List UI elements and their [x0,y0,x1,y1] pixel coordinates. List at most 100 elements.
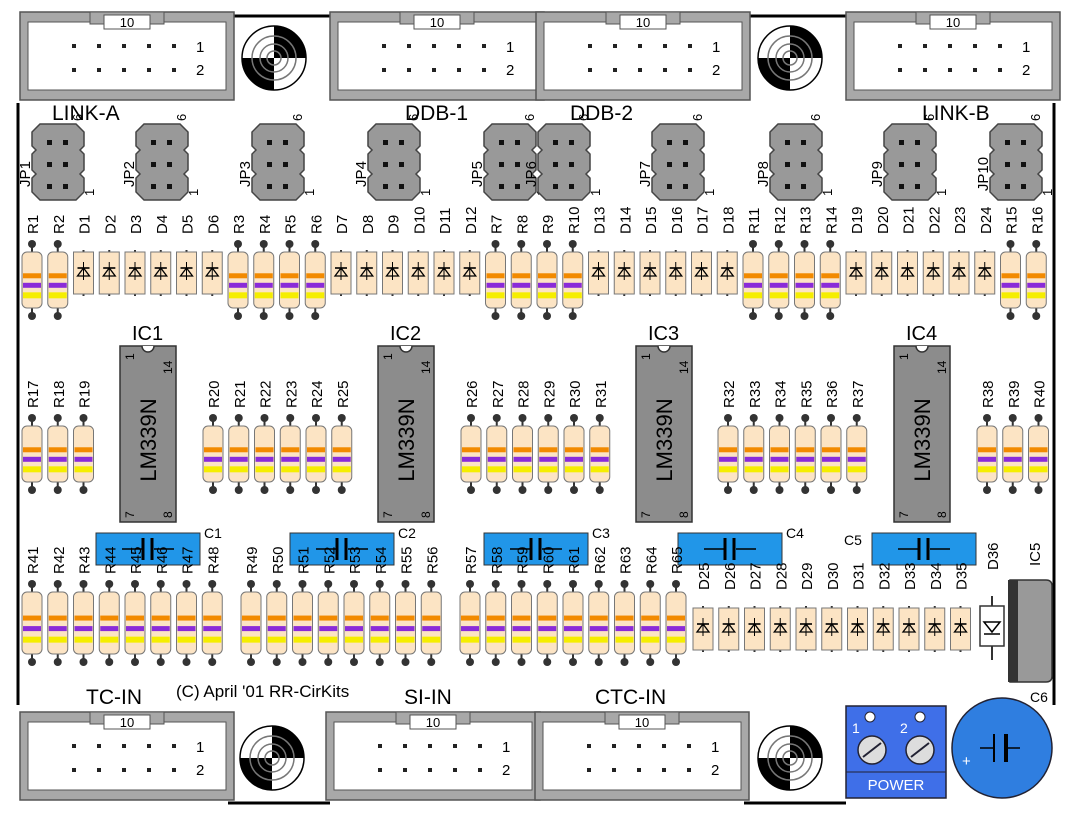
resistor-r37: R37 [846,380,868,494]
header-pin [378,768,382,772]
capacitor-label: C1 [204,525,222,541]
header-pin [453,768,457,772]
header-pin [172,68,176,72]
resistor-label: R36 [824,380,841,408]
resistor-label: R22 [258,380,275,408]
header-row-1-label: 1 [711,739,719,756]
diode-label: D9 [386,215,403,234]
resistor-label: R8 [514,215,531,234]
ic-pin-1: 1 [897,353,911,360]
jumper-pin-6: 6 [1028,114,1043,121]
diode-d16: D16 [665,206,687,296]
resistor-label: R35 [798,380,815,408]
ic-pin-8: 8 [935,511,949,518]
resistor-r16: R16 [1025,206,1047,320]
resistor-r30: R30 [563,380,585,494]
diode-label: D25 [696,562,713,590]
ic-pin-7: 7 [639,511,653,518]
resistor-label: R61 [566,546,583,574]
jumper-pin-6: 6 [70,114,85,121]
header-row-2-label: 2 [502,762,510,779]
diode-label: D24 [978,206,995,234]
resistor-r31: R31 [589,380,611,494]
diode-label: D21 [901,206,918,234]
header-row-2-label: 2 [711,762,719,779]
capacitor-plus: + [962,753,971,770]
ic-pin-8: 8 [161,511,175,518]
resistor-r38: R38 [976,380,998,494]
diode-d9: D9 [382,215,403,296]
diode-d1: D1 [73,215,94,296]
header-pin [688,44,692,48]
header-pin [663,68,667,72]
header-pin [147,768,151,772]
diode-d6: D6 [201,215,223,296]
ic-part-number: LM339N [136,398,161,481]
ic-pin-1: 1 [639,353,653,360]
header-pin [637,768,641,772]
resistor-label: R54 [373,546,390,574]
capacitor-c5: C5 [844,532,977,566]
diode-d21: D21 [897,206,918,296]
diode-label: D29 [799,562,816,590]
diode-label: D26 [722,562,739,590]
header-pin [662,744,666,748]
resistor-r49: R49 [240,546,262,666]
diode-label: D8 [360,215,377,234]
resistor-r19: R19 [73,380,94,494]
jumper-pin-1: 1 [820,189,835,196]
resistor-r60: R60 [536,546,558,666]
ic-pin-14: 14 [419,360,433,374]
diode-label: D33 [902,562,919,590]
diode-label: D22 [926,206,943,234]
diode-label: D34 [928,562,945,590]
header-pin [172,44,176,48]
jumper-pin-1: 1 [186,189,201,196]
ic-pin-1: 1 [381,353,395,360]
diode-d36: D36 [979,542,1005,660]
diode-d30: D30 [821,562,843,652]
ic-pin-8: 8 [419,511,433,518]
ic-pin-14: 14 [161,360,175,374]
diode-d3: D3 [124,215,146,296]
resistor-r61: R61 [562,546,584,666]
header-pin [122,744,126,748]
resistor-r43: R43 [73,546,94,666]
header-row-2-label: 2 [1022,62,1030,79]
port-label-top: DDB-2 [570,102,633,125]
resistor-r36: R36 [820,380,842,494]
jumper-pin-1: 1 [418,189,433,196]
jumper-pin-1: 1 [934,189,949,196]
jumper-pin-6: 6 [808,114,823,121]
capacitor-label: C5 [844,532,862,548]
header-row-2-label: 2 [506,62,514,79]
header-pin-count: 10 [120,15,134,30]
capacitor-label: C6 [1030,689,1048,705]
resistor-r23: R23 [279,380,301,494]
diode-label: D6 [205,215,222,234]
jumper-pin-1: 1 [302,189,317,196]
diode-d11: D11 [433,208,455,296]
resistor-label: R9 [540,215,557,234]
capacitor-c1: C1 [95,525,222,566]
diode-d31: D31 [847,562,868,652]
